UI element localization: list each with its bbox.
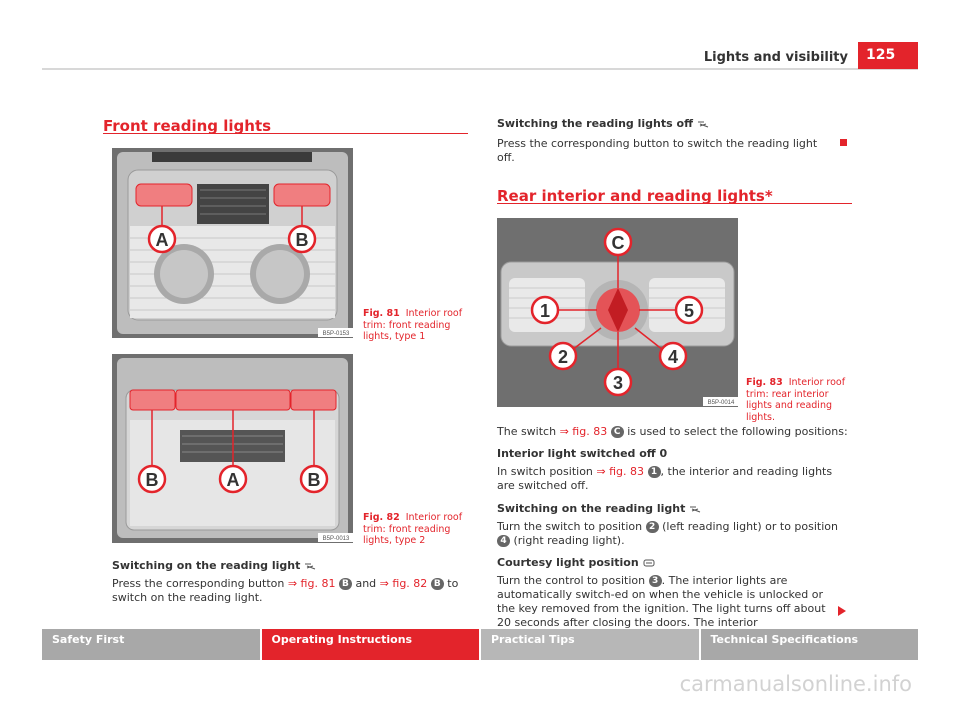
figure-label: 2 [558,347,568,367]
label-badge: C [610,426,624,438]
figure-link[interactable]: ⇒ fig. 83 [596,465,645,478]
footer-tab-technical-specifications[interactable]: Technical Specifications [700,629,918,660]
subheading-switch-on: Switching on the reading light [112,559,316,573]
figure-link[interactable]: ⇒ fig. 81 [287,577,336,590]
text: (right reading light). [510,534,625,547]
figure-link[interactable]: ⇒ fig. 83 [559,425,608,438]
figure-label: B [146,470,159,490]
subheading-reading-on: Switching on the reading light [497,502,701,516]
watermark: carmanualsonline.info [679,672,912,696]
footer-tab-safety-first[interactable]: Safety First [42,629,260,660]
subheading-text: Switching on the reading light [112,559,301,572]
figure-label: C [612,233,625,253]
caption-label: Fig. 81 [363,308,400,319]
text: . The interior lights are automatically … [497,574,826,629]
header-rule [42,68,918,70]
section-title-rear: Rear interior and reading lights* [497,187,773,205]
text: to switch on the reading light. [112,577,459,604]
subheading-courtesy: Courtesy light position [497,556,655,570]
figure-81-caption: Fig. 81 Interior roof trim: front readin… [363,308,471,343]
text: Press the corresponding button [112,577,288,590]
footer-tab-practical-tips[interactable]: Practical Tips [481,629,699,660]
figure-label: 1 [540,301,550,321]
text: , the interior and reading lights are sw… [497,465,833,492]
courtesy-light-icon [643,559,654,567]
section-rule [497,203,852,204]
figure-label: B [296,230,309,250]
paragraph-switch-on: Press the corresponding button ⇒ fig. 81… [112,577,462,605]
figure-83-caption: Fig. 83 Interior roof trim: rear interio… [746,377,856,423]
figure-label: B [308,470,321,490]
figure-code: B5P-0153 [323,331,350,337]
figure-label: 4 [668,347,678,367]
figure-82-caption: Fig. 82 Interior roof trim: front readin… [363,512,471,547]
figure-label: A [156,230,169,250]
reading-light-icon [690,506,701,513]
paragraph-reading-on: Turn the switch to position 2 (left read… [497,520,842,548]
text: Turn the switch to position [497,520,646,533]
continue-arrow-icon [838,606,846,616]
caption-text: Interior roof trim: front reading lights… [363,308,463,342]
label-badge: B [430,578,444,590]
page-header-title: Lights and visibility [703,50,848,65]
figure-label: 3 [613,373,623,393]
paragraph-light-off: In switch position ⇒ fig. 83 1, the inte… [497,465,852,493]
text: In switch position [497,465,597,478]
subheading-switch-off: Switching the reading lights off [497,117,709,131]
subheading-light-off: Interior light switched off 0 [497,447,668,460]
reading-light-icon [305,563,316,570]
figure-code: B5P-0013 [323,536,350,542]
caption-text: Interior roof trim: rear interior lights… [746,377,846,423]
page-number: 125 [858,42,918,69]
figure-link[interactable]: ⇒ fig. 82 [379,577,428,590]
figure-83-image: C 1 5 2 4 3 B5P-0014 [497,218,738,407]
label-badge: 1 [647,466,661,478]
paragraph-switch-off: Press the corresponding button to switch… [497,137,818,164]
text: (left reading light) or to position [658,520,838,533]
subheading-text: Switching on the reading light [497,502,686,515]
end-marker [840,139,847,146]
footer-tab-operating-instructions[interactable]: Operating Instructions [261,629,479,660]
label-badge: 4 [497,535,510,547]
text: Turn the control to position [497,574,649,587]
text: and [351,577,380,590]
figure-label: 5 [684,301,694,321]
paragraph-switch-select: The switch ⇒ fig. 83 C is used to select… [497,425,852,439]
reading-light-icon [697,121,709,128]
label-badge: 3 [648,575,662,587]
subheading-text: Courtesy light position [497,556,639,569]
subheading-text: Switching the reading lights off [497,117,693,130]
caption-label: Fig. 82 [363,512,400,523]
footer-nav: Safety First Operating Instructions Prac… [42,629,918,660]
caption-text: Interior roof trim: front reading lights… [363,512,463,546]
label-badge: B [338,578,352,590]
paragraph-courtesy: Turn the control to position 3. The inte… [497,574,842,630]
figure-code: B5P-0014 [708,400,735,406]
section-rule [103,133,468,134]
text: The switch [497,425,560,438]
section-title-front: Front reading lights [103,117,272,135]
label-badge: 2 [645,521,659,533]
figure-label: A [227,470,240,490]
figure-81-image: A B B5P-0153 [112,148,353,338]
figure-82-image: B A B B5P-0013 [112,354,353,543]
caption-label: Fig. 83 [746,377,783,388]
text: is used to select the following position… [623,425,848,438]
